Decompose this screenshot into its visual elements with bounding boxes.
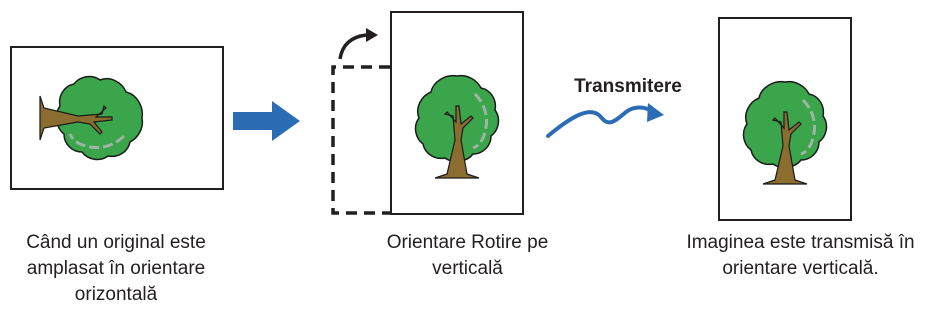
caption-transmitted: Imaginea este transmisă în orientare ver… [655,230,946,282]
dashed-original-outline [331,65,390,215]
caption-line: orizontală [74,284,158,305]
transmit-arrow-icon [546,105,654,138]
transmit-arrowhead [647,103,664,122]
caption-line: orientare verticală. [722,258,879,279]
caption-line: verticală [432,258,503,279]
rotate-arrowhead [366,28,378,42]
caption-line: amplasat în orientare [26,258,206,279]
rotate-arrow-icon [338,33,367,60]
caption-rotation: Orientare Rotire pe verticală [345,230,590,282]
caption-line: Orientare Rotire pe [386,232,549,253]
transmit-label: Transmitere [574,76,682,97]
caption-line: Când un original este [26,232,206,253]
caption-landscape-original: Când un original este amplasat în orient… [0,230,232,308]
caption-line: Imaginea este transmisă în [686,232,915,253]
right-arrow-icon [233,101,300,141]
